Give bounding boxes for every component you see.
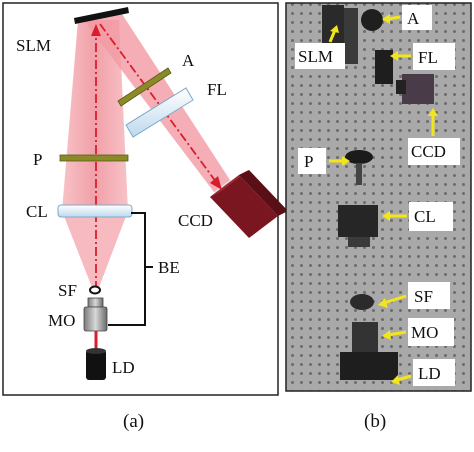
box-p <box>298 148 326 174</box>
slm-mirror <box>74 7 129 24</box>
reflected-beam <box>82 14 230 192</box>
sf-hardware <box>350 294 374 310</box>
axis-arrowhead-up <box>91 24 101 36</box>
label-b-cl: CL <box>414 207 436 226</box>
label-ccd: CCD <box>178 211 213 230</box>
label-fl: FL <box>207 80 227 99</box>
panel-a: SLM A FL P CL CCD BE SF MO LD <box>2 2 288 396</box>
ccd-hardware <box>402 74 434 104</box>
spatial-filter <box>89 285 101 295</box>
mo-hardware <box>352 322 378 352</box>
label-slm: SLM <box>16 36 51 55</box>
label-ld: LD <box>112 358 135 377</box>
label-b-mo: MO <box>411 323 438 342</box>
cl-base <box>348 237 370 247</box>
label-b-ccd: CCD <box>411 142 446 161</box>
slm-mount <box>344 8 358 64</box>
label-b-p: P <box>304 152 313 171</box>
label-b-ld: LD <box>418 364 441 383</box>
label-b-slm: SLM <box>298 47 333 66</box>
box-slm <box>295 43 345 69</box>
box-ld <box>413 359 455 386</box>
box-fl <box>413 43 455 70</box>
label-b-fl: FL <box>418 48 438 67</box>
polarizer-post <box>356 163 362 185</box>
label-be: BE <box>158 258 180 277</box>
ld-hardware <box>340 352 398 380</box>
label-sf: SF <box>58 281 77 300</box>
polarizer-p <box>59 154 129 162</box>
box-a <box>402 5 432 30</box>
box-sf <box>408 282 450 309</box>
polarizer-hardware <box>345 150 373 164</box>
collimating-lens <box>57 204 133 218</box>
label-b-a: A <box>407 9 420 28</box>
axis-arrowhead-down <box>210 176 222 190</box>
box-ccd <box>408 138 460 165</box>
collimated-beam <box>62 20 128 211</box>
panel-b: A SLM FL CCD P CL SF MO LD <box>285 2 472 392</box>
label-b-sf: SF <box>414 287 433 306</box>
yellow-arrows <box>328 14 438 385</box>
label-a: A <box>182 51 195 70</box>
analyzer-a <box>117 67 172 107</box>
caption-b: (b) <box>364 411 386 432</box>
expanded-beam <box>62 211 128 290</box>
fourier-lens <box>125 87 194 138</box>
box-cl <box>409 202 453 231</box>
analyzer-hardware <box>361 9 383 31</box>
cl-hardware <box>338 205 378 237</box>
caption-a: (a) <box>123 411 144 432</box>
label-mo: MO <box>48 311 75 330</box>
fl-hardware <box>375 50 393 84</box>
be-bracket <box>108 212 146 326</box>
box-mo <box>408 318 454 346</box>
microscope-objective <box>83 297 108 332</box>
ccd-lens <box>396 80 406 94</box>
label-p: P <box>33 150 42 169</box>
label-cl: CL <box>26 202 48 221</box>
laser-diode <box>86 348 106 380</box>
ccd-camera <box>210 170 288 238</box>
